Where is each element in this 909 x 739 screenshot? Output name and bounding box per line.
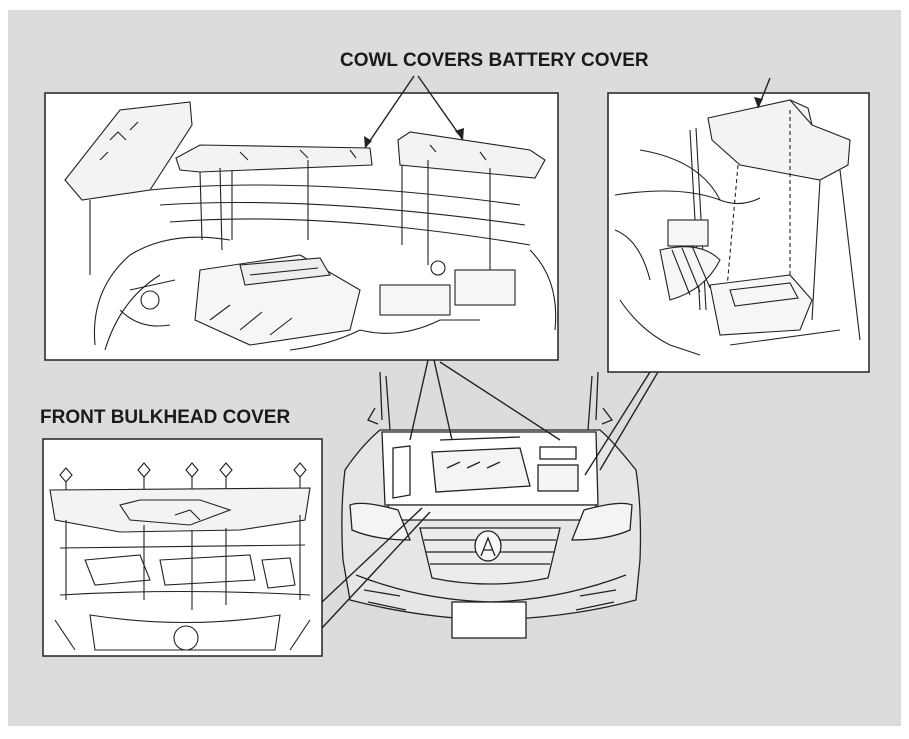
- leader-cowl-to-car: [409, 359, 561, 441]
- car-front-view: [341, 371, 642, 639]
- front-bulkhead-cover-drawing: [49, 462, 311, 651]
- battery-cover-drawing: [614, 99, 861, 356]
- arrow-cowl-left: [364, 136, 372, 148]
- arrow-battery: [754, 97, 763, 108]
- cowl-covers-label: COWL COVERS: [340, 50, 484, 71]
- battery-cover-label: BATTERY COVER: [488, 50, 649, 71]
- arrow-heads: [364, 97, 763, 148]
- cowl-covers-drawing: [64, 101, 557, 351]
- leader-battery-to-car: [584, 371, 659, 476]
- front-bulkhead-cover-label: FRONT BULKHEAD COVER: [40, 407, 291, 428]
- leader-bulkhead-to-car: [321, 507, 431, 629]
- leader-cowl-left: [364, 75, 415, 149]
- leader-cowl-right: [417, 75, 464, 141]
- arrow-cowl-right: [455, 128, 464, 140]
- cowl-covers-battery-label-group: COWL COVERS BATTERY COVER: [340, 50, 649, 72]
- leader-lines: [321, 75, 771, 629]
